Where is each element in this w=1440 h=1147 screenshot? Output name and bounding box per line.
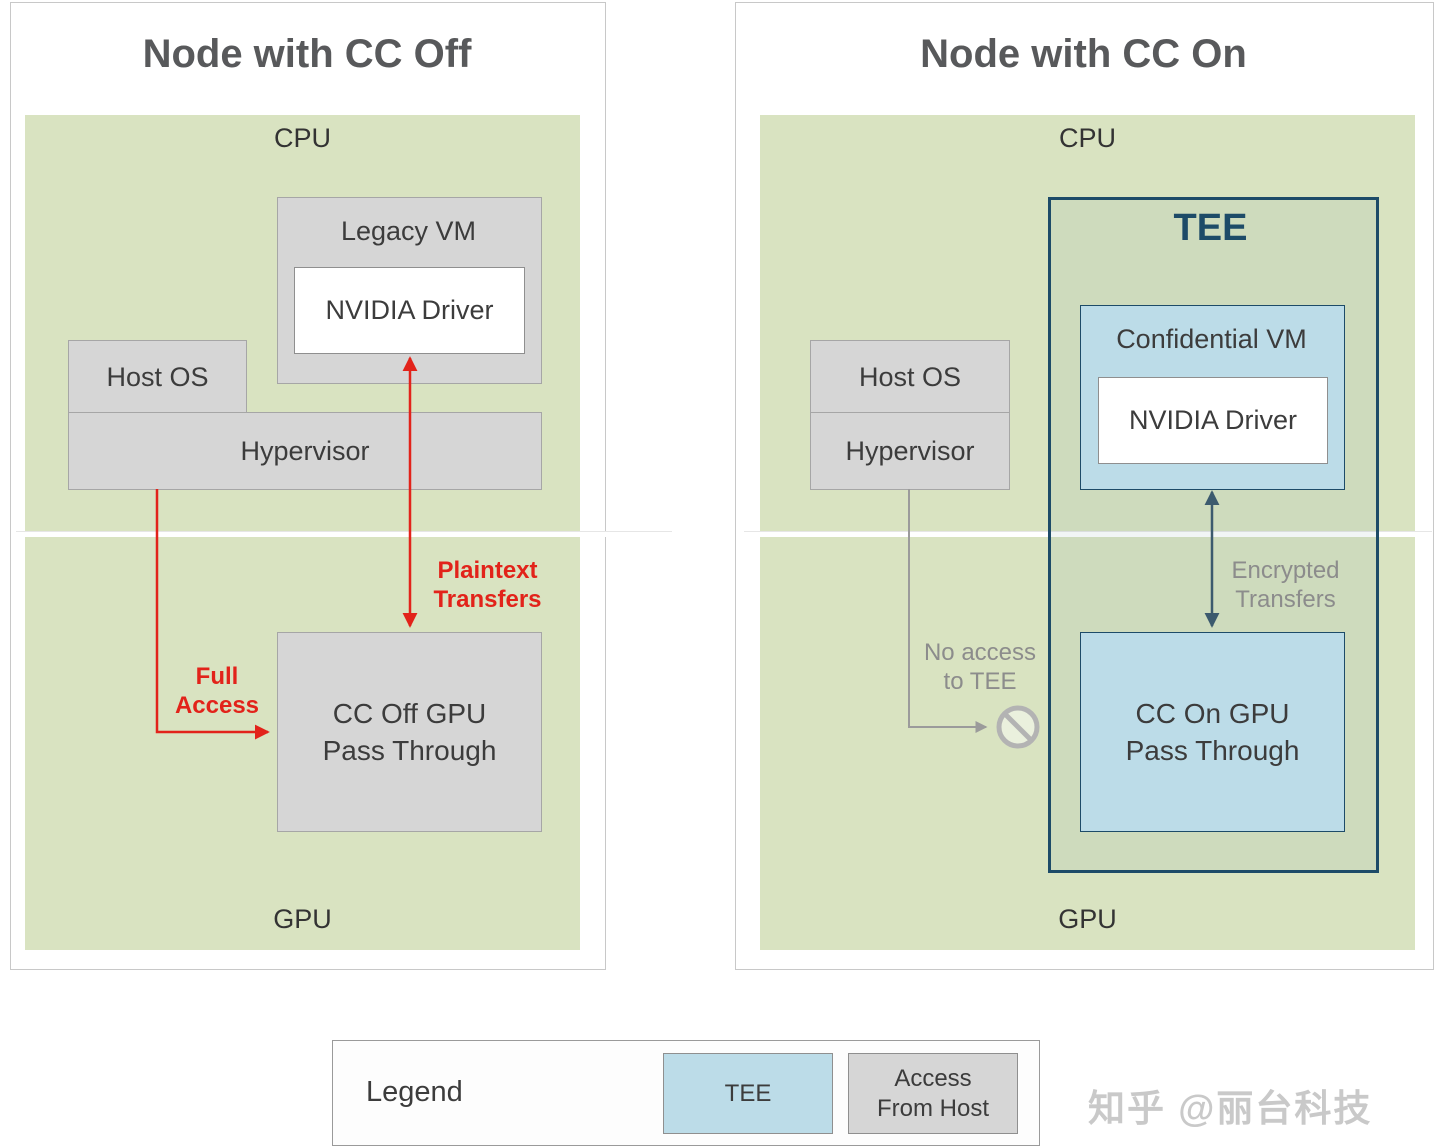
legend-tee-swatch: TEE [663,1053,833,1134]
nvidia-driver-box-right: NVIDIA Driver [1098,377,1328,464]
cpu-gpu-divider-right [744,531,1432,537]
panel-cc-off-title: Node with CC Off [142,32,472,76]
legend-tee-label: TEE [724,1079,772,1107]
nvidia-driver-label-right: NVIDIA Driver [1128,405,1298,435]
plaintext-transfers-label: Plaintext Transfers [433,557,542,613]
watermark-text: 知乎 @丽台科技 [1088,1088,1373,1129]
cpu-gpu-divider-left [16,531,672,537]
encrypted-transfers-label: Encrypted Transfers [1231,557,1340,613]
cpu-label-left: CPU [273,123,331,153]
cc-off-gpu-passthrough-box: CC Off GPU Pass Through [277,632,542,832]
cc-on-gpu-passthrough-box: CC On GPU Pass Through [1080,632,1345,832]
host-os-box-right: Host OS [810,340,1010,415]
hypervisor-label-left: Hypervisor [240,435,370,466]
nvidia-driver-label-left: NVIDIA Driver [325,295,494,325]
hypervisor-label-right: Hypervisor [845,435,975,466]
panel-cc-on-title: Node with CC On [920,32,1247,76]
no-access-to-tee-label: No access to TEE [923,639,1037,695]
full-access-label: Full Access [174,663,260,719]
hypervisor-box-left: Hypervisor [68,412,542,490]
gpu-label-left: GPU [273,904,332,934]
nvidia-driver-box-left: NVIDIA Driver [294,267,525,354]
cc-on-gpu-passthrough-label: CC On GPU Pass Through [1125,698,1300,766]
host-os-box-left: Host OS [68,340,247,415]
cc-off-gpu-passthrough-label: CC Off GPU Pass Through [322,698,497,766]
legend-access-from-host-swatch: Access From Host [848,1053,1018,1134]
hypervisor-box-right: Hypervisor [810,412,1010,490]
cpu-label-right: CPU [1058,123,1116,153]
legend-title: Legend [366,1076,463,1108]
host-os-label-right: Host OS [858,362,962,392]
legend-access-from-host-label: Access From Host [876,1064,989,1122]
legacy-vm-label: Legacy VM [340,216,477,246]
tee-title: TEE [1173,207,1248,249]
confidential-vm-label: Confidential VM [1116,324,1307,354]
gpu-label-right: GPU [1058,904,1117,934]
host-os-label-left: Host OS [106,362,209,392]
